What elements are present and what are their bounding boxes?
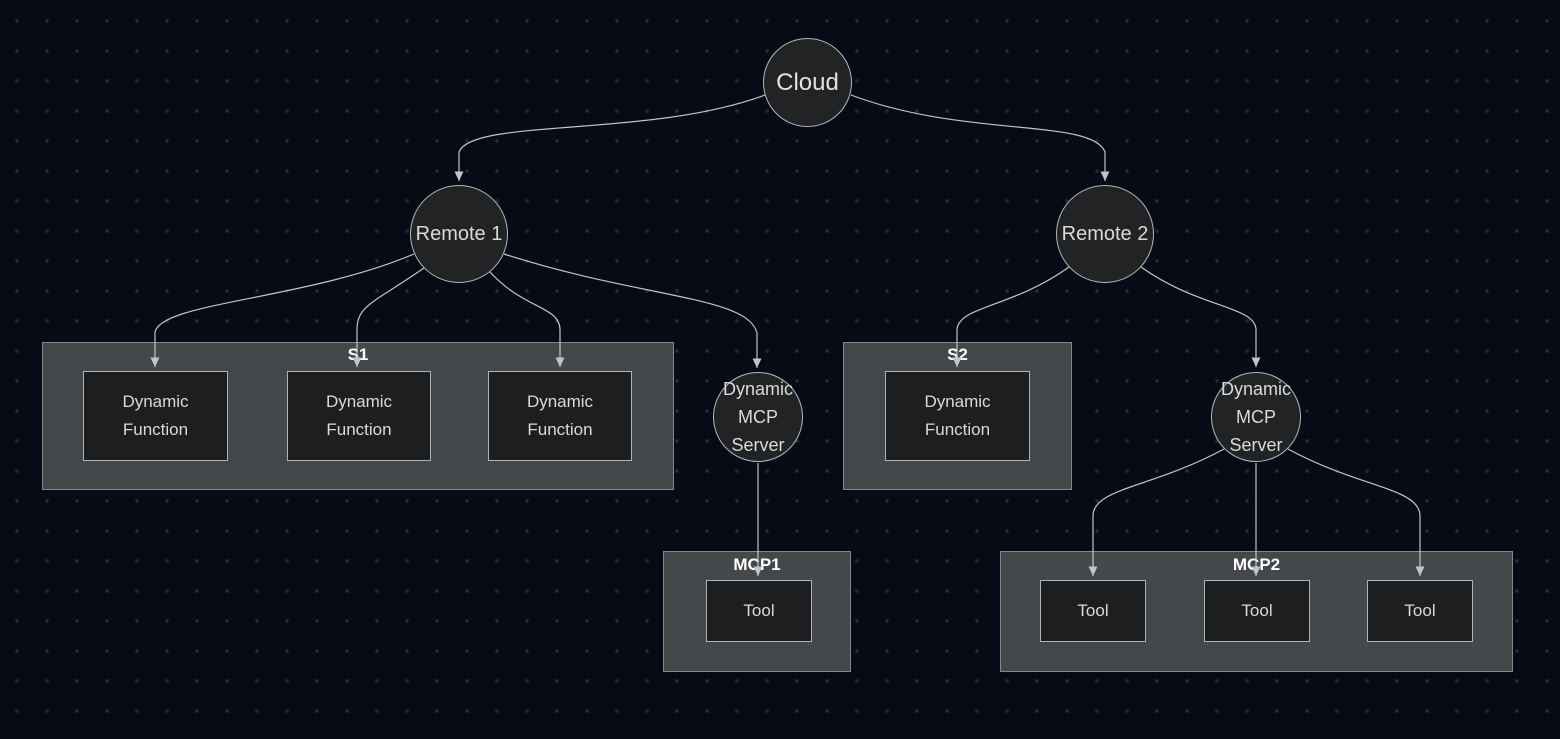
node-dynamic-mcp-server-2: Dynamic MCP Server: [1211, 372, 1301, 462]
node-dynamic-mcp-server-1: Dynamic MCP Server: [713, 372, 803, 462]
edge-cloud-remote2: [850, 94, 1110, 181]
node-mcp2-tool-3: Tool: [1367, 580, 1473, 642]
edge-cloud-remote1: [454, 94, 766, 181]
node-label: Dynamic Function: [325, 392, 393, 439]
node-label: Cloud: [776, 68, 839, 96]
cluster-mcp2-label: MCP2: [1232, 555, 1281, 574]
edge-remote2-mcp-server2: [1140, 266, 1261, 367]
node-label: Tool: [1404, 601, 1436, 620]
node-label: Dynamic Function: [924, 392, 991, 439]
node-s2-dynamic-function: Dynamic Function: [885, 371, 1030, 461]
node-label: Dynamic Function: [122, 392, 189, 439]
node-label: Dynamic Function: [526, 392, 594, 439]
node-remote-1: Remote 1: [410, 185, 508, 283]
node-remote-2: Remote 2: [1056, 185, 1154, 283]
node-s1-dynamic-function-3: Dynamic Function: [488, 371, 632, 461]
node-label: Remote 1: [415, 222, 503, 245]
node-s1-dynamic-function-2: Dynamic Function: [287, 371, 431, 461]
node-mcp1-tool: Tool: [706, 580, 812, 642]
node-cloud: Cloud: [763, 38, 852, 127]
cluster-mcp1-label: MCP1: [733, 555, 781, 574]
node-label: Dynamic MCP Server: [1220, 379, 1291, 455]
node-label: Tool: [1241, 601, 1273, 620]
node-mcp2-tool-2: Tool: [1204, 580, 1310, 642]
node-mcp2-tool-1: Tool: [1040, 580, 1146, 642]
node-label: Remote 2: [1061, 222, 1149, 245]
node-s1-dynamic-function-1: Dynamic Function: [83, 371, 228, 461]
node-label: Tool: [743, 601, 775, 620]
node-label: Tool: [1077, 601, 1109, 620]
cluster-s1-label: S1: [347, 345, 369, 364]
cluster-s2-label: S2: [947, 345, 968, 364]
node-label: Dynamic MCP Server: [722, 379, 793, 455]
